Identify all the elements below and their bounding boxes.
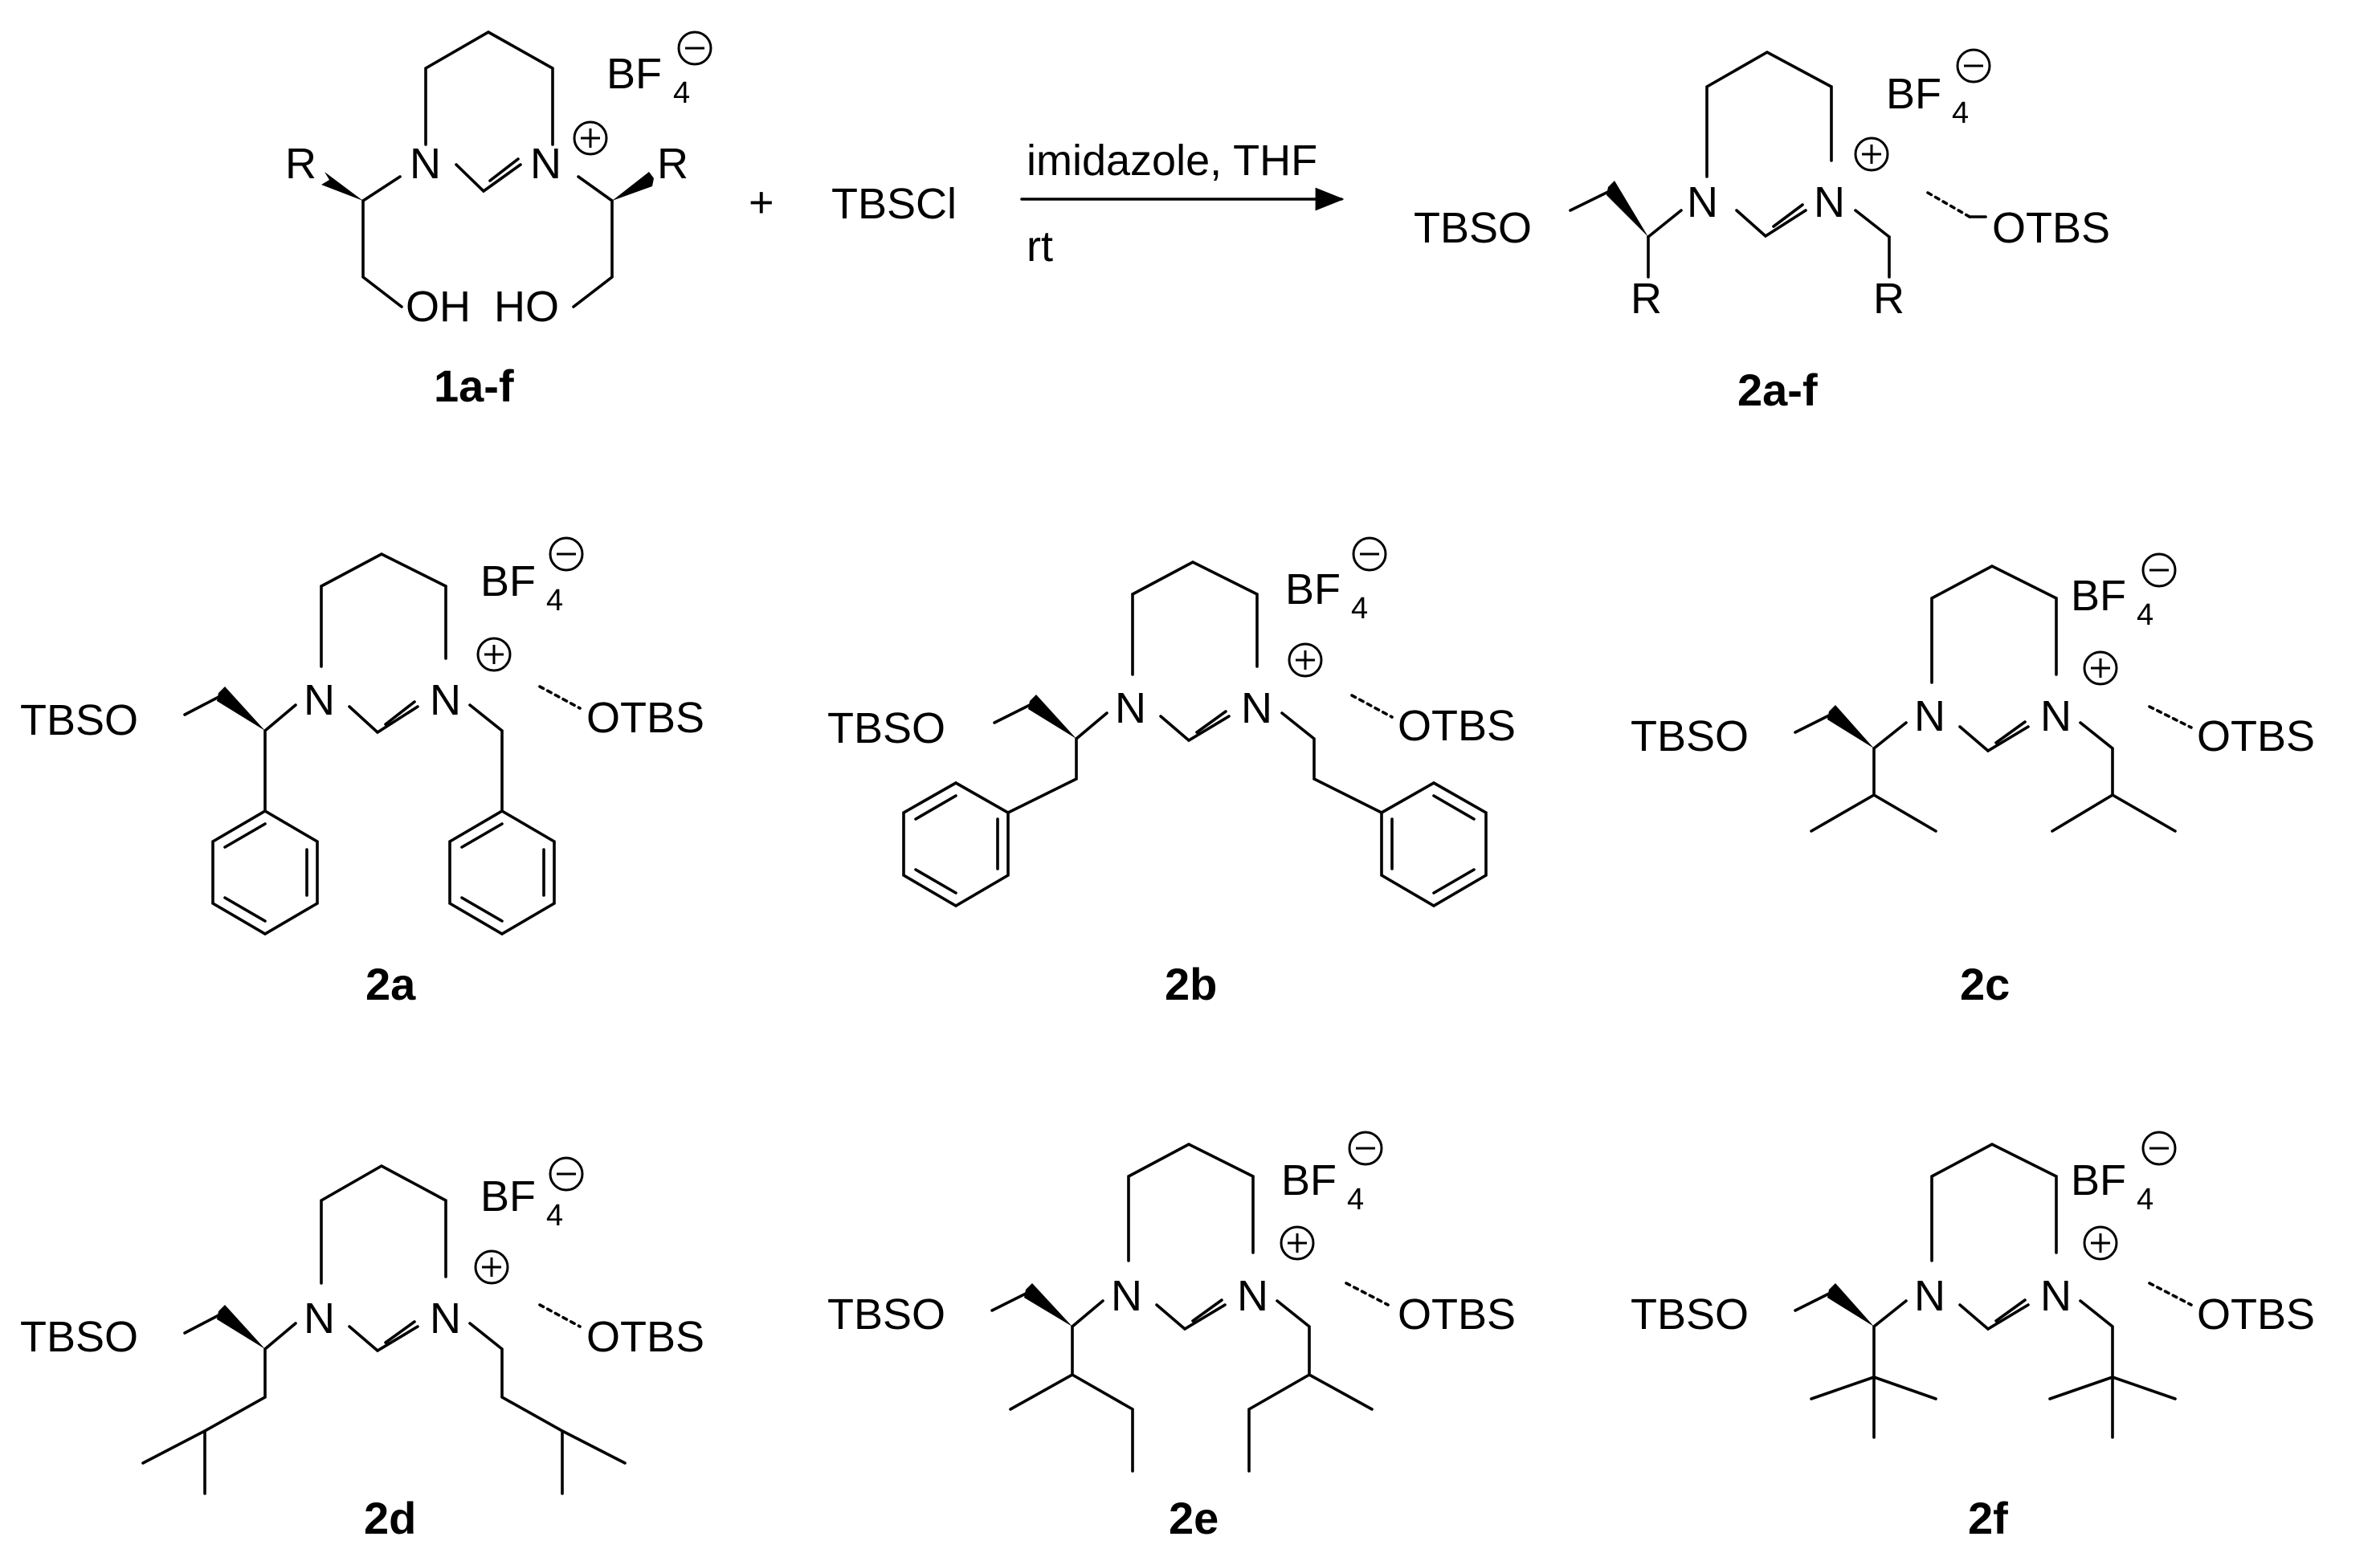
atom-tbso: TBSO — [20, 696, 138, 744]
atom-n: N — [410, 140, 441, 188]
atom-n: N — [2040, 1272, 2072, 1320]
atom-tbso: TBSO — [827, 1290, 945, 1339]
atom-n: N — [430, 1294, 461, 1343]
plus-charge-icon — [1854, 137, 1889, 172]
subscript-4: 4 — [1952, 96, 1969, 130]
atom-n: N — [1814, 178, 1845, 226]
atom-oh: OH — [406, 283, 471, 331]
atom-r: R — [1873, 275, 1904, 323]
minus-charge-icon — [1348, 1131, 1383, 1166]
atom-otbs: OTBS — [1992, 204, 2110, 252]
counterion-bf: BF — [2071, 1156, 2126, 1204]
plus-sign: + — [749, 178, 774, 226]
atom-n: N — [304, 676, 335, 724]
compound-label: 2e — [1169, 1493, 1219, 1543]
subscript-4: 4 — [2137, 1183, 2153, 1217]
compound-label: 2d — [364, 1493, 416, 1543]
atom-tbso: TBSO — [20, 1313, 138, 1361]
minus-charge-icon — [677, 31, 712, 66]
counterion-bf: BF — [1281, 1156, 1337, 1204]
plus-charge-icon — [1280, 1225, 1315, 1261]
minus-charge-icon — [549, 536, 584, 572]
atom-tbso: TBSO — [1414, 204, 1532, 252]
atom-ho: HO — [494, 283, 559, 331]
conditions-below: rt — [1027, 222, 1053, 271]
reactant-label: 1a-f — [434, 361, 514, 411]
subscript-4: 4 — [546, 584, 563, 618]
compound-label: 2f — [1968, 1493, 2008, 1543]
atom-n: N — [430, 676, 461, 724]
compound-2c: TBSO N N OTBS BF 4 2c — [1631, 552, 2315, 1009]
minus-charge-icon — [549, 1156, 584, 1192]
minus-charge-icon — [1956, 48, 1991, 84]
plus-charge-icon — [474, 1249, 509, 1285]
atom-n: N — [1237, 1272, 1268, 1320]
counterion-bf: BF — [1285, 565, 1341, 613]
compound-2e: TBSO N N OTBS BF 4 2e — [827, 1131, 1516, 1543]
atom-otbs: OTBS — [1398, 702, 1516, 750]
plus-charge-icon — [573, 120, 608, 156]
atom-n: N — [1687, 178, 1718, 226]
atom-otbs: OTBS — [1398, 1290, 1516, 1339]
atom-n: N — [1241, 684, 1272, 732]
counterion-bf: BF — [606, 50, 662, 98]
atom-tbso: TBSO — [827, 704, 945, 752]
plus-charge-icon — [476, 637, 512, 672]
atom-n: N — [530, 140, 561, 188]
subscript-4: 4 — [2137, 598, 2153, 632]
atom-n: N — [1914, 692, 1945, 740]
atom-n: N — [2040, 692, 2072, 740]
atom-otbs: OTBS — [586, 694, 704, 742]
minus-charge-icon — [2141, 552, 2177, 588]
atom-otbs: OTBS — [2197, 712, 2315, 760]
atom-n: N — [1115, 684, 1146, 732]
atom-tbso: TBSO — [1631, 1290, 1749, 1339]
subscript-4: 4 — [1347, 1183, 1364, 1217]
plus-charge-icon — [2083, 1225, 2118, 1261]
conditions-above: imidazole, THF — [1027, 137, 1317, 185]
atom-otbs: OTBS — [2197, 1290, 2315, 1339]
product-label: 2a-f — [1737, 365, 1818, 415]
compound-2b: TBSO N N OTBS BF 4 2b — [827, 536, 1516, 1009]
counterion-bf: BF — [480, 1172, 536, 1221]
product-2a-f: TBSO N N R R OTBS BF 4 2a-f — [1414, 48, 2110, 415]
compound-label: 2b — [1165, 959, 1217, 1009]
atom-r: R — [657, 140, 688, 188]
minus-charge-icon — [2141, 1131, 2177, 1166]
atom-n: N — [1111, 1272, 1142, 1320]
reactant-1a-f: N N R R OH HO BF 4 1a-f — [285, 30, 712, 411]
reagent-tbscl: TBSCl — [831, 180, 957, 228]
plus-charge-icon — [2083, 650, 2118, 686]
compound-label: 2c — [1960, 959, 2010, 1009]
minus-charge-icon — [1352, 536, 1387, 572]
atom-r: R — [285, 140, 316, 188]
compound-2f: TBSO N N OTBS BF 4 2f — [1631, 1131, 2315, 1543]
subscript-4: 4 — [673, 76, 690, 110]
atom-n: N — [1914, 1272, 1945, 1320]
compound-2d: TBSO N N OTBS BF 4 2d — [20, 1156, 704, 1543]
compound-2a: TBSO N N OTBS BF 4 2a — [20, 536, 704, 1009]
atom-r: R — [1631, 275, 1662, 323]
compound-label: 2a — [365, 959, 416, 1009]
plus-charge-icon — [1288, 642, 1323, 678]
subscript-4: 4 — [546, 1199, 563, 1233]
counterion-bf: BF — [2071, 572, 2126, 620]
subscript-4: 4 — [1351, 592, 1368, 626]
counterion-bf: BF — [1886, 70, 1941, 118]
atom-n: N — [304, 1294, 335, 1343]
atom-tbso: TBSO — [1631, 712, 1749, 760]
atom-otbs: OTBS — [586, 1313, 704, 1361]
counterion-bf: BF — [480, 557, 536, 605]
